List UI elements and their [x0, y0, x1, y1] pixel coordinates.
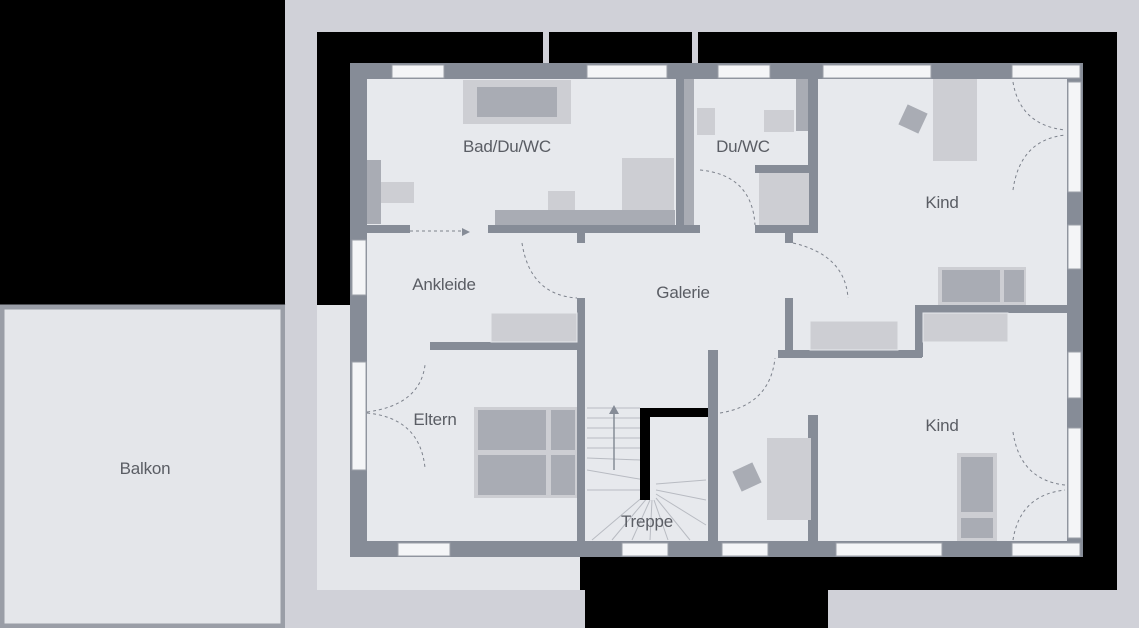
sliding-door-arrow: [462, 228, 470, 236]
room-label-eltern: Eltern: [413, 410, 457, 429]
furniture: [367, 79, 1026, 541]
room-label-balkon: Balkon: [119, 459, 171, 478]
room-label-galerie: Galerie: [656, 283, 710, 302]
terrace-bottom: [285, 590, 585, 628]
room-label-duwc: Du/WC: [716, 137, 770, 156]
interior-walls: [350, 63, 1083, 557]
balcony-rail: [285, 305, 317, 628]
top-divider-1: [543, 32, 549, 64]
void-top-left: [0, 0, 285, 305]
door-swings: [366, 81, 1066, 541]
windows: [351, 64, 1082, 557]
room-label-kind-top: Kind: [925, 193, 959, 212]
top-divider-2: [692, 32, 698, 64]
room-label-treppe: Treppe: [620, 512, 674, 531]
balcony: [0, 304, 286, 628]
staircase: [586, 405, 708, 541]
room-label-kind-bottom: Kind: [925, 416, 959, 435]
room-label-ankleide: Ankleide: [412, 275, 476, 294]
room-label-bad: Bad/Du/WC: [463, 137, 551, 156]
terrace-strip: [828, 590, 1139, 628]
